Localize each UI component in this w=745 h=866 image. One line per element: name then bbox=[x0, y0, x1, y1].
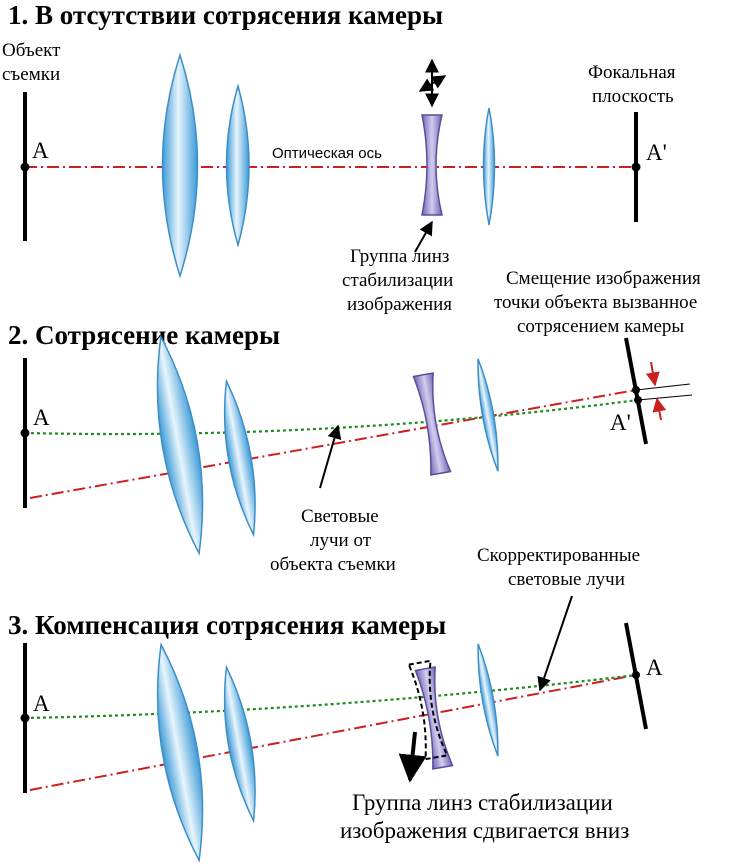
corrected-rays-pointer-arrow bbox=[537, 595, 573, 692]
rays-label-line-2: лучи от bbox=[310, 530, 372, 551]
point-a-prime-label: A' bbox=[646, 140, 667, 165]
diagonal-movement-arrow bbox=[418, 75, 447, 92]
stabilizer-pointer-arrow bbox=[414, 220, 433, 253]
section-3: Скорректированные световые лучи 3. Компе… bbox=[8, 545, 663, 863]
moves-label-line-2: изображения сдвигается вниз bbox=[340, 818, 629, 843]
rear-convex-lens bbox=[482, 107, 496, 226]
front-convex-lens bbox=[161, 52, 199, 279]
shift-arrow-bottom bbox=[652, 397, 667, 421]
shift-guide-line-bottom bbox=[637, 394, 693, 401]
section-1: 1. В отсутствии сотрясения камеры Объект… bbox=[2, 0, 676, 315]
section-1-title: 1. В отсутствии сотрясения камеры bbox=[8, 0, 443, 30]
point-a-label-3: A bbox=[33, 691, 50, 716]
object-point bbox=[20, 162, 30, 172]
image-point-3 bbox=[632, 671, 640, 679]
section-3-title: 3. Компенсация сотрясения камеры bbox=[8, 610, 446, 640]
stabilizer-label-line-1: Группа линз bbox=[350, 246, 449, 267]
moves-label-line-1: Группа линз стабилизации bbox=[352, 790, 613, 815]
section-2: 2. Сотрясение камеры Смещение изображени… bbox=[8, 268, 701, 575]
rays-label-line-3: объекта съемки bbox=[270, 554, 396, 575]
optical-axis-label: Оптическая ось bbox=[272, 145, 382, 162]
corrected-label-line-2: световые лучи bbox=[508, 569, 625, 590]
stabilization-lens-2 bbox=[412, 372, 452, 476]
rear-convex-lens-2 bbox=[477, 358, 499, 472]
front-convex-lens-2 bbox=[156, 334, 204, 556]
stabilization-lens-3 bbox=[414, 666, 454, 770]
second-convex-lens bbox=[225, 83, 250, 248]
object-label-line-2: съемки bbox=[2, 64, 60, 85]
object-label-line-1: Объект bbox=[2, 40, 61, 61]
stabilizer-label-line-2: стабилизации bbox=[342, 270, 453, 291]
object-point-2 bbox=[20, 428, 30, 438]
point-a-right-label: A bbox=[646, 655, 663, 680]
section-2-title: 2. Сотрясение камеры bbox=[8, 320, 280, 350]
stabilizer-label-line-3: изображения bbox=[347, 294, 452, 315]
point-a-label-2: A bbox=[33, 405, 50, 430]
tilted-optical-axis-3 bbox=[29, 674, 637, 791]
image-point bbox=[631, 162, 641, 172]
shift-guide-line-top bbox=[635, 383, 691, 391]
focal-plane-label-line-1: Фокальная bbox=[588, 62, 676, 83]
corrected-label-line-1: Скорректированные bbox=[477, 545, 640, 566]
shift-label-line-2: точки объекта вызванное bbox=[494, 292, 697, 313]
rays-label-line-1: Световые bbox=[301, 506, 379, 527]
shift-label-line-1: Смещение изображения bbox=[506, 268, 701, 289]
rays-pointer-arrow bbox=[319, 424, 342, 489]
second-convex-lens-2 bbox=[223, 378, 256, 538]
shift-label-line-3: сотрясением камеры bbox=[517, 316, 684, 337]
front-convex-lens-3 bbox=[156, 642, 204, 863]
point-a-prime-label-2: A' bbox=[610, 410, 631, 435]
stabilization-lens bbox=[421, 114, 443, 216]
shift-down-arrow bbox=[398, 731, 427, 783]
tilted-optical-axis bbox=[29, 389, 637, 499]
light-rays-path bbox=[24, 398, 639, 436]
rear-convex-lens-3 bbox=[477, 643, 499, 757]
second-convex-lens-3 bbox=[223, 664, 256, 824]
focal-plane-label-line-2: плоскость bbox=[592, 86, 674, 107]
object-point-3 bbox=[20, 713, 30, 723]
shift-arrow-top bbox=[645, 361, 660, 387]
stabilizer-original-outline bbox=[407, 659, 449, 761]
corrected-rays-path bbox=[24, 673, 637, 720]
point-a-label: A bbox=[32, 138, 49, 163]
